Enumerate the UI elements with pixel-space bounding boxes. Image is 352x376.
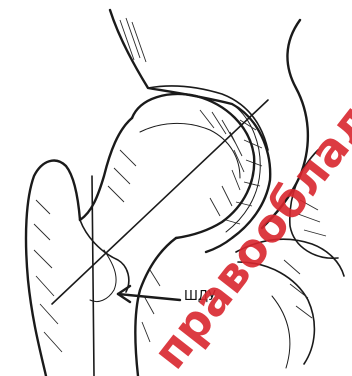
angle-pointer-arrow <box>118 286 180 302</box>
femoral-head <box>132 94 254 238</box>
watermark: правообладателям <box>142 0 352 376</box>
